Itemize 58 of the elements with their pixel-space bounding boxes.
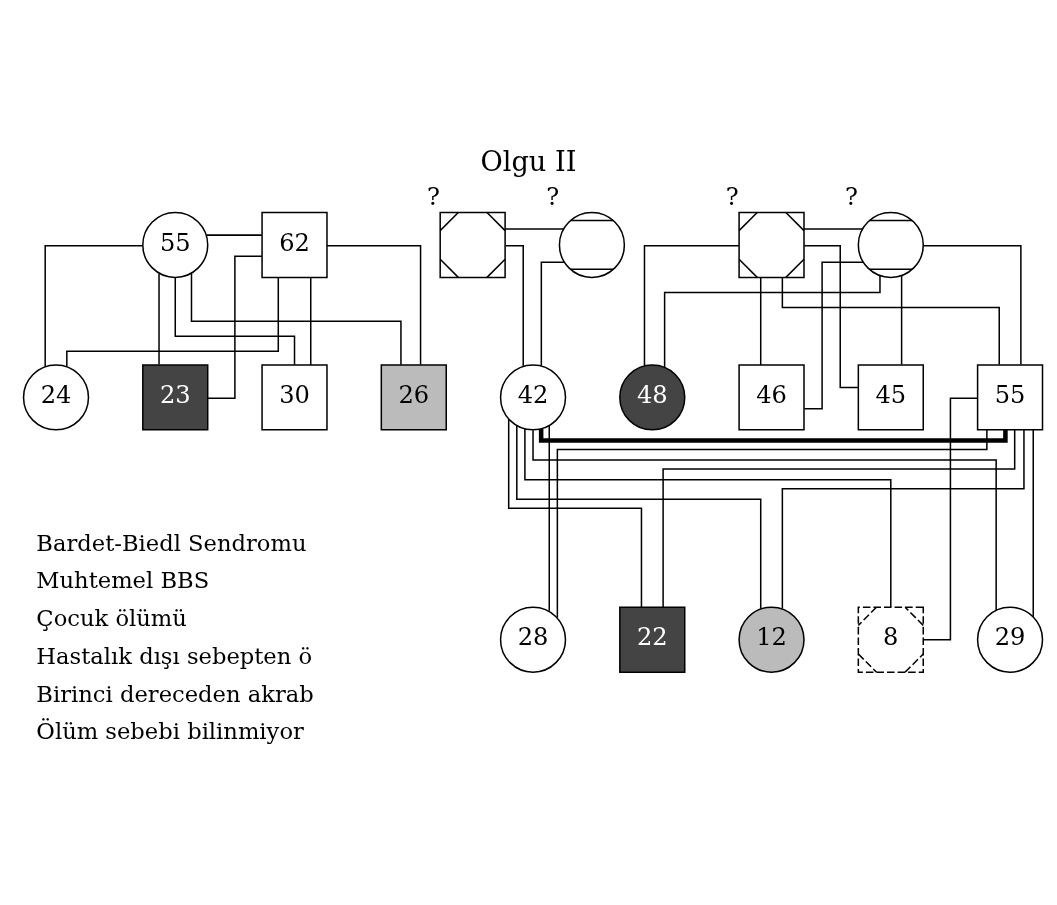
connector (643, 244, 740, 366)
diagram-title: Olgu II (480, 145, 577, 177)
node-circle (558, 211, 626, 279)
connector (504, 244, 524, 367)
connector (524, 428, 892, 608)
node-label: ? (426, 182, 440, 211)
connector (803, 228, 864, 230)
node-box: 62 (261, 211, 328, 279)
connector (190, 272, 402, 366)
connector (158, 272, 160, 366)
node-box: 30 (261, 364, 328, 431)
node-circle: 29 (976, 606, 1044, 673)
node-box: 26 (380, 364, 447, 431)
node-circle: 55 (142, 211, 209, 279)
node-box: 55 (976, 364, 1044, 431)
node-circle: 28 (499, 606, 567, 673)
connector (326, 244, 422, 366)
node-circle: 24 (22, 364, 90, 431)
connector (781, 429, 1025, 610)
node-circle: 12 (738, 606, 805, 673)
node-circle: 42 (499, 364, 567, 431)
node-box: 22 (619, 606, 686, 673)
connector (540, 261, 565, 367)
connector (1032, 429, 1034, 618)
connector (174, 276, 296, 366)
node-label: ? (725, 182, 739, 211)
node-label: ? (546, 182, 560, 211)
node-box: 23 (142, 364, 209, 431)
connector (538, 429, 1008, 443)
connector (663, 275, 881, 368)
connector (781, 276, 1000, 366)
connector (922, 397, 979, 641)
connector (207, 255, 263, 399)
connector (662, 429, 1016, 608)
connector (44, 244, 144, 368)
legend-label: Çocuk ölümü (36, 605, 187, 632)
legend-label: Ölüm sebebi bilinmiyor (36, 718, 304, 745)
legend-label: Muhtemel BBS (36, 567, 210, 594)
connector (205, 234, 263, 236)
connector (803, 261, 864, 410)
connector (66, 276, 280, 368)
connector (803, 244, 859, 389)
connector (759, 277, 762, 366)
connector (900, 275, 903, 366)
node-circle (857, 211, 924, 279)
node-circle: 48 (619, 364, 686, 431)
connector (507, 418, 643, 608)
node-box: 46 (738, 364, 805, 431)
node-box: 45 (857, 364, 924, 431)
connector (310, 277, 312, 366)
legend-label: Hastalık dışı sebepten ö (36, 642, 313, 669)
node-label: ? (845, 182, 859, 211)
connector (922, 244, 1022, 366)
connector (516, 425, 762, 610)
connector (504, 228, 565, 230)
legend-label: Bardet-Biedl Sendromu (36, 529, 307, 556)
connector (548, 424, 550, 612)
legend-label: Birinci dereceden akrab (36, 680, 314, 707)
